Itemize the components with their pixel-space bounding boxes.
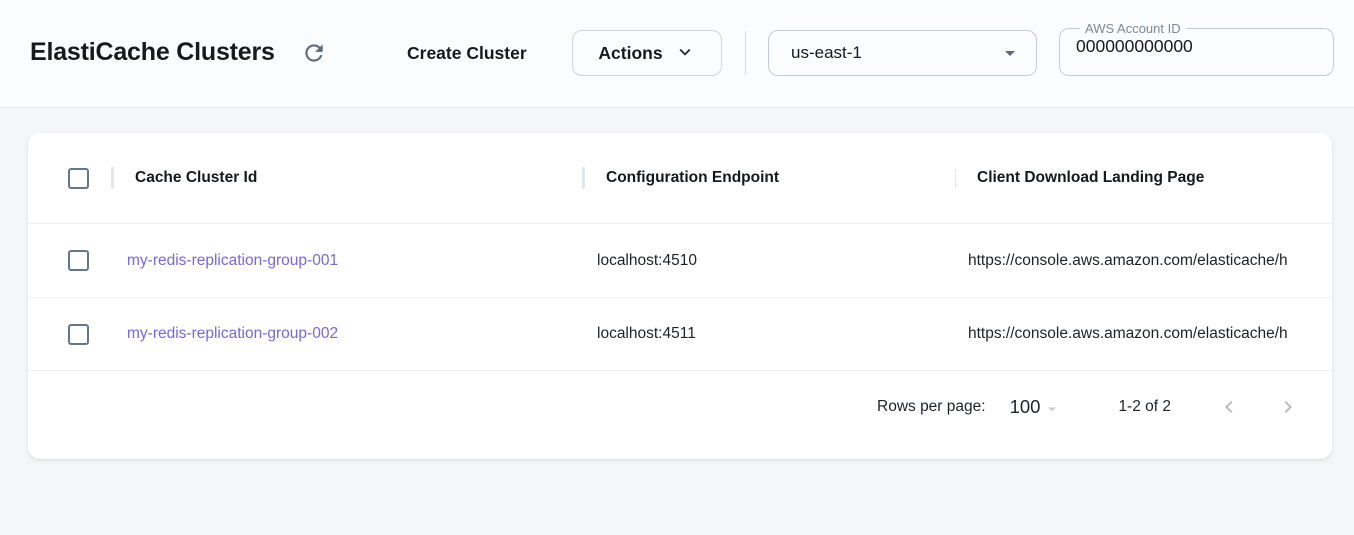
aws-account-id-input[interactable] xyxy=(1074,35,1319,57)
aws-account-id-label: AWS Account ID xyxy=(1085,21,1181,36)
region-select[interactable]: us-east-1 xyxy=(768,30,1037,76)
clusters-table-card: Cache Cluster Id Configuration Endpoint … xyxy=(28,133,1332,459)
region-select-value: us-east-1 xyxy=(791,43,862,62)
dropdown-caret-icon xyxy=(998,41,1022,65)
cache-cluster-id-cell: my-redis-replication-group-002 xyxy=(113,325,584,343)
table-row: my-redis-replication-group-002 localhost… xyxy=(28,298,1332,371)
pagination-range-label: 1-2 of 2 xyxy=(1118,398,1171,415)
row-checkbox-cell xyxy=(28,323,113,345)
cache-cluster-id-cell: my-redis-replication-group-001 xyxy=(113,252,584,270)
chevron-left-icon xyxy=(1217,395,1241,419)
actions-button-label: Actions xyxy=(598,42,663,63)
column-header-configuration-endpoint[interactable]: Configuration Endpoint xyxy=(584,169,955,187)
table-pagination: Rows per page: 100 1-2 of 2 xyxy=(28,371,1332,443)
create-cluster-button[interactable]: Create Cluster xyxy=(407,31,527,75)
chevron-right-icon xyxy=(1276,395,1300,419)
row-checkbox[interactable] xyxy=(68,323,89,345)
cache-cluster-id-link[interactable]: my-redis-replication-group-001 xyxy=(127,251,339,269)
table-row: my-redis-replication-group-001 localhost… xyxy=(28,224,1332,298)
next-page-button[interactable] xyxy=(1276,395,1300,419)
header-checkbox-cell xyxy=(28,167,113,189)
topbar: ElastiCache Clusters Create Cluster Acti… xyxy=(0,0,1354,108)
select-all-checkbox[interactable] xyxy=(68,167,89,189)
previous-page-button[interactable] xyxy=(1217,395,1241,419)
column-header-client-download-landing-page[interactable]: Client Download Landing Page xyxy=(955,169,1332,187)
dropdown-caret-icon xyxy=(1040,396,1062,419)
topbar-divider xyxy=(745,31,746,75)
column-header-cache-cluster-id[interactable]: Cache Cluster Id xyxy=(113,169,584,187)
client-download-landing-page-cell: https://console.aws.amazon.com/elasticac… xyxy=(968,251,1288,269)
configuration-endpoint-cell: localhost:4511 xyxy=(597,325,696,342)
page-title: ElastiCache Clusters xyxy=(30,38,275,66)
actions-button[interactable]: Actions xyxy=(572,30,722,76)
row-checkbox-cell xyxy=(28,250,113,271)
rows-per-page-select[interactable]: 100 xyxy=(1010,396,1063,419)
configuration-endpoint-cell: localhost:4510 xyxy=(597,251,697,269)
refresh-button[interactable] xyxy=(301,40,327,66)
chevron-down-icon xyxy=(674,39,696,68)
table-header-row: Cache Cluster Id Configuration Endpoint … xyxy=(28,133,1332,224)
client-download-landing-page-cell: https://console.aws.amazon.com/elasticac… xyxy=(968,325,1288,342)
aws-account-id-field: AWS Account ID xyxy=(1059,22,1334,76)
rows-per-page-label: Rows per page: xyxy=(877,398,986,415)
refresh-icon xyxy=(301,44,327,69)
cache-cluster-id-link[interactable]: my-redis-replication-group-002 xyxy=(127,325,339,342)
rows-per-page-value: 100 xyxy=(1009,396,1041,417)
row-checkbox[interactable] xyxy=(68,250,89,271)
